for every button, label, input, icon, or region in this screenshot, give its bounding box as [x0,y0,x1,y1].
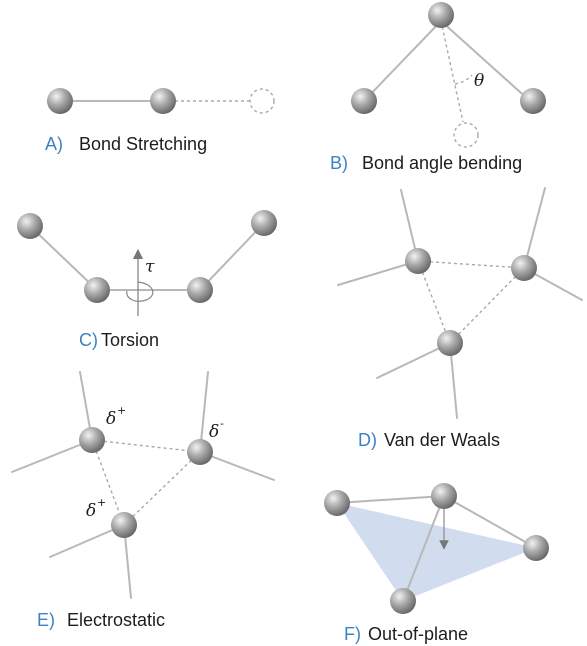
ghost-atom [249,88,275,114]
atom [520,88,546,114]
atom [79,427,105,453]
atom [428,2,454,28]
partial-charge-label: δ - [209,417,224,442]
atom [431,483,457,509]
panel-a-title: Bond Stretching [79,134,207,154]
panel-c-torsion: τ C) Torsion [17,210,277,350]
charge-sign: + [117,404,126,417]
vdw-interaction [449,267,525,344]
atom [523,535,549,561]
atom [187,277,213,303]
bond [523,187,546,269]
atom [150,88,176,114]
bond [11,439,93,473]
atom [251,210,277,236]
panel-d-title: Van der Waals [384,430,500,450]
partial-charge-label: δ + [86,496,106,521]
bond [199,451,275,481]
out-of-plane-triangle [337,503,536,601]
atom [47,88,73,114]
panel-c-title: Torsion [101,330,159,350]
delta-symbol: δ [209,422,219,442]
atom [390,588,416,614]
atom [511,255,537,281]
panel-a-letter: A) [45,134,63,154]
bond [49,524,125,558]
tau-symbol: τ [145,257,155,277]
panel-c-letter: C) [79,330,98,350]
panel-b-title: Bond angle bending [362,153,522,173]
angle-arc [454,74,473,85]
bond [336,495,445,504]
bond [402,495,445,602]
atom [437,330,463,356]
bond [363,20,442,102]
panel-b-bond-angle-bending: θ B) Bond angle bending [330,2,546,173]
bending-dashed-bond [440,20,464,123]
panel-f-letter: F) [344,624,361,644]
panel-a-bond-stretching: A) Bond Stretching [45,88,275,154]
bond [440,20,531,102]
vdw-interaction [417,260,525,269]
theta-symbol: θ [474,71,484,91]
panel-d-letter: D) [358,430,377,450]
atom [187,439,213,465]
vdw-interaction [417,260,451,344]
bond [443,495,537,549]
panel-d-van-der-waals: D) Van der Waals [337,187,583,450]
atom [84,277,110,303]
atom [405,248,431,274]
panel-f-out-of-plane: F) Out-of-plane [324,483,549,644]
electrostatic-interaction [91,439,125,526]
panel-b-letter: B) [330,153,348,173]
panel-e-title: Electrostatic [67,610,165,630]
bond [29,225,98,291]
torsion-rotation-arc [126,281,154,302]
charge-sign: + [97,496,106,509]
panel-e-letter: E) [37,610,55,630]
atom [17,213,43,239]
atom [111,512,137,538]
charge-sign: - [220,417,224,430]
electrostatic-interaction [123,451,201,526]
electrostatic-interaction [91,439,201,453]
delta-symbol: δ [86,501,96,521]
panel-f-title: Out-of-plane [368,624,468,644]
partial-charge-label: δ + [106,404,126,429]
atom [351,88,377,114]
delta-symbol: δ [106,409,116,429]
panel-e-electrostatic: δ + δ - δ + E) Electrostatic [11,371,275,630]
ghost-atom [453,122,479,148]
bond [199,222,265,291]
bond [199,371,209,453]
atom [324,490,350,516]
bond [337,260,419,286]
bond [376,342,451,379]
